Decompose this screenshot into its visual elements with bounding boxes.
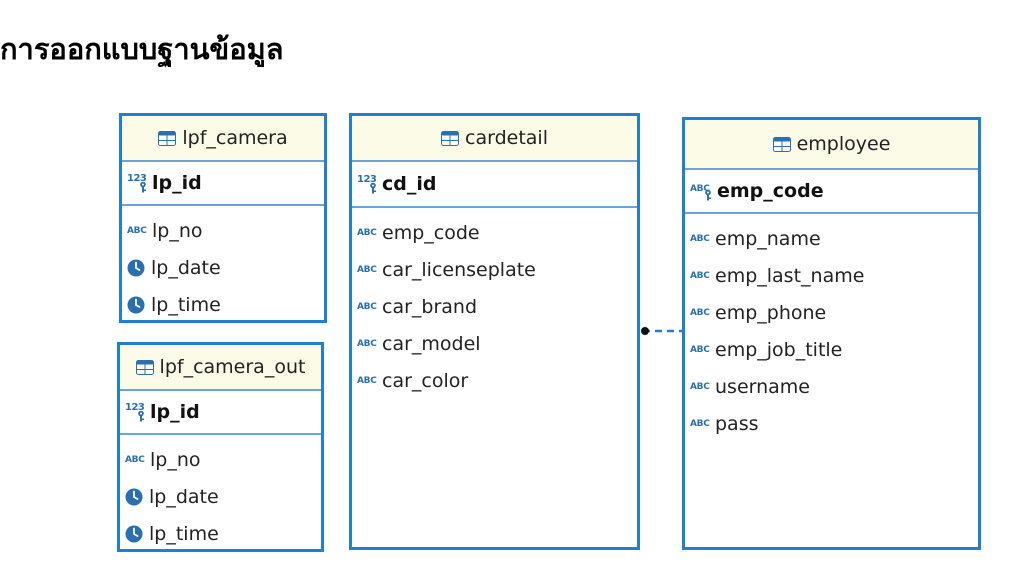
field-name: emp_code	[717, 180, 824, 202]
field-name: username	[715, 375, 810, 398]
entity-name: lpf_camera	[182, 127, 288, 149]
entity-employee[interactable]: employee ABC emp_code ABC emp_name ABC e…	[682, 117, 981, 550]
text-abc-icon: ABC	[690, 344, 710, 355]
field-row: lp_time	[122, 286, 324, 323]
field-row: lp_time	[120, 515, 321, 552]
entity-cardetail[interactable]: cardetail 123 cd_id ABC emp_code ABC car…	[349, 113, 640, 550]
field-name: emp_name	[715, 227, 821, 250]
pk-field: ABC emp_code	[685, 170, 978, 214]
clock-icon	[127, 259, 145, 276]
numeric-key-icon: 123	[125, 402, 147, 422]
relationship-endpoint-dot	[641, 327, 649, 335]
field-name: emp_code	[382, 221, 480, 244]
entity-header: lpf_camera_out	[120, 345, 321, 391]
field-row: ABC emp_code	[352, 214, 637, 251]
field-name: lp_no	[152, 219, 203, 242]
field-name: car_color	[382, 369, 469, 392]
field-row: lp_date	[122, 249, 324, 286]
table-icon	[158, 130, 177, 146]
field-row: ABC username	[685, 368, 978, 405]
entity-name: lpf_camera_out	[159, 356, 306, 378]
field-name: lp_date	[151, 256, 221, 279]
text-abc-icon: ABC	[127, 225, 147, 236]
numeric-key-icon: 123	[127, 173, 149, 193]
table-icon	[135, 359, 154, 375]
field-row: ABC emp_phone	[685, 294, 978, 331]
text-abc-icon: ABC	[357, 301, 377, 312]
field-name: lp_time	[149, 522, 219, 545]
text-abc-icon: ABC	[357, 338, 377, 349]
field-name: pass	[715, 412, 759, 435]
clock-icon	[125, 488, 143, 505]
field-name: lp_id	[150, 401, 200, 423]
field-row: ABC car_licenseplate	[352, 251, 637, 288]
pk-field: 123 lp_id	[122, 162, 324, 206]
page-title: การออกแบบฐานข้อมูล	[0, 32, 284, 66]
table-icon	[772, 136, 791, 152]
field-row: ABC car_brand	[352, 288, 637, 325]
clock-icon	[125, 525, 143, 542]
text-abc-icon: ABC	[690, 307, 710, 318]
text-abc-icon: ABC	[357, 227, 377, 238]
table-icon	[441, 130, 460, 146]
field-row: ABC lp_no	[120, 441, 321, 478]
text-abc-icon: ABC	[690, 270, 710, 281]
entity-lpf-camera[interactable]: lpf_camera 123 lp_id ABC lp_no lp_date	[119, 113, 327, 323]
numeric-key-icon: 123	[357, 174, 379, 194]
field-row: ABC car_color	[352, 362, 637, 399]
text-abc-icon: ABC	[125, 454, 145, 465]
entity-name: employee	[796, 133, 891, 155]
field-row: ABC lp_no	[122, 212, 324, 249]
text-abc-icon: ABC	[690, 381, 710, 392]
text-abc-icon: ABC	[357, 264, 377, 275]
entity-header: cardetail	[352, 116, 637, 162]
clock-icon	[127, 296, 145, 313]
entity-header: lpf_camera	[122, 116, 324, 162]
pk-field: 123 cd_id	[352, 162, 637, 208]
text-abc-icon: ABC	[690, 418, 710, 429]
field-name: emp_job_title	[715, 338, 843, 361]
pk-field: 123 lp_id	[120, 391, 321, 435]
field-name: lp_date	[149, 485, 219, 508]
field-name: car_brand	[382, 295, 478, 318]
field-row: ABC emp_name	[685, 220, 978, 257]
entity-header: employee	[685, 120, 978, 170]
field-name: car_licenseplate	[382, 258, 536, 281]
entity-name: cardetail	[465, 127, 548, 149]
field-name: lp_id	[152, 172, 202, 194]
field-name: car_model	[382, 332, 481, 355]
field-row: ABC emp_last_name	[685, 257, 978, 294]
field-name: cd_id	[382, 173, 437, 195]
field-name: lp_time	[151, 293, 221, 316]
field-row: ABC emp_job_title	[685, 331, 978, 368]
field-name: lp_no	[150, 448, 201, 471]
field-row: ABC pass	[685, 405, 978, 442]
field-name: emp_last_name	[715, 264, 865, 287]
text-abc-icon: ABC	[357, 375, 377, 386]
text-key-icon: ABC	[690, 181, 714, 201]
field-row: ABC car_model	[352, 325, 637, 362]
text-abc-icon: ABC	[690, 233, 710, 244]
entity-lpf-camera-out[interactable]: lpf_camera_out 123 lp_id ABC lp_no lp_da…	[117, 342, 324, 552]
field-name: emp_phone	[715, 301, 827, 324]
field-row: lp_date	[120, 478, 321, 515]
